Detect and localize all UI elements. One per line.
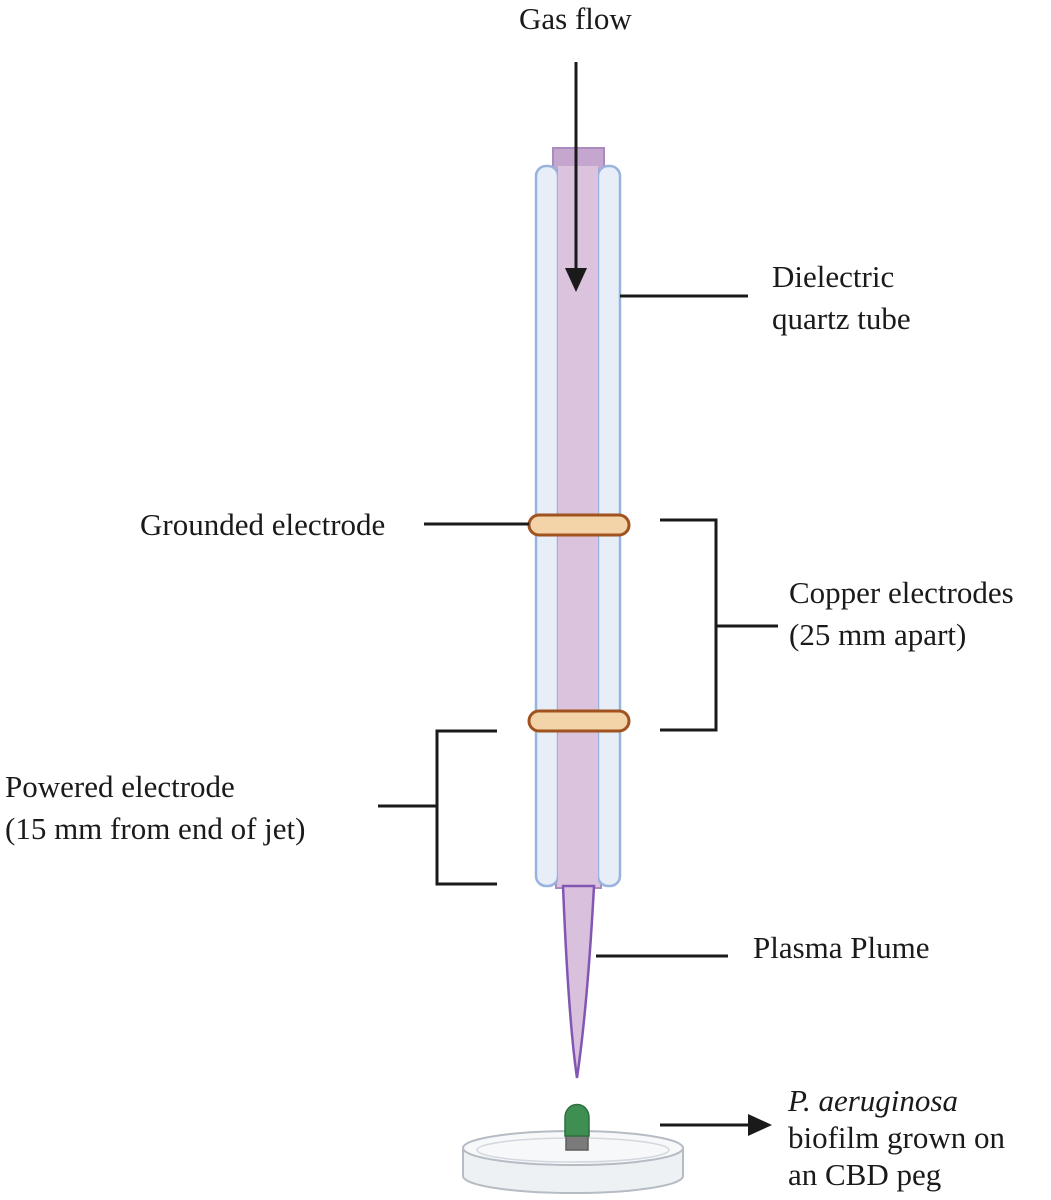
biofilm-on-peg <box>564 1103 590 1137</box>
plasma-plume <box>561 884 596 1079</box>
copper-line1: Copper electrodes <box>789 575 1014 610</box>
copper-line2: (25 mm apart) <box>789 617 967 652</box>
biofilm-label: P. aeruginosa biofilm grown on an CBD pe… <box>788 1082 1005 1193</box>
copper-electrodes-label: Copper electrodes (25 mm apart) <box>789 572 1014 656</box>
biofilm-line3: an CBD peg <box>788 1157 942 1192</box>
powered-electrode-ring <box>527 709 631 733</box>
gas-flow-label: Gas flow <box>519 1 632 36</box>
biofilm-species: P. aeruginosa <box>788 1083 958 1118</box>
powered-electrode-bracket <box>435 729 497 886</box>
powered-electrode-label: Powered electrode (15 mm from end of jet… <box>5 766 305 850</box>
gas-flow-arrow-head <box>565 268 587 292</box>
powered-line1: Powered electrode <box>5 769 235 804</box>
biofilm-line2: biofilm grown on <box>788 1120 1005 1155</box>
copper-electrodes-bracket <box>660 518 718 732</box>
powered-line2: (15 mm from end of jet) <box>5 811 306 846</box>
grounded-electrode-ring <box>527 513 631 537</box>
grounded-electrode-label: Grounded electrode <box>140 507 386 542</box>
dielectric-tube-label: Dielectric quartz tube <box>772 256 911 340</box>
dielectric-line2: quartz tube <box>772 301 911 336</box>
biofilm-arrow-head <box>748 1114 772 1136</box>
plasma-plume-label: Plasma Plume <box>753 930 930 965</box>
dielectric-line1: Dielectric <box>772 259 895 294</box>
